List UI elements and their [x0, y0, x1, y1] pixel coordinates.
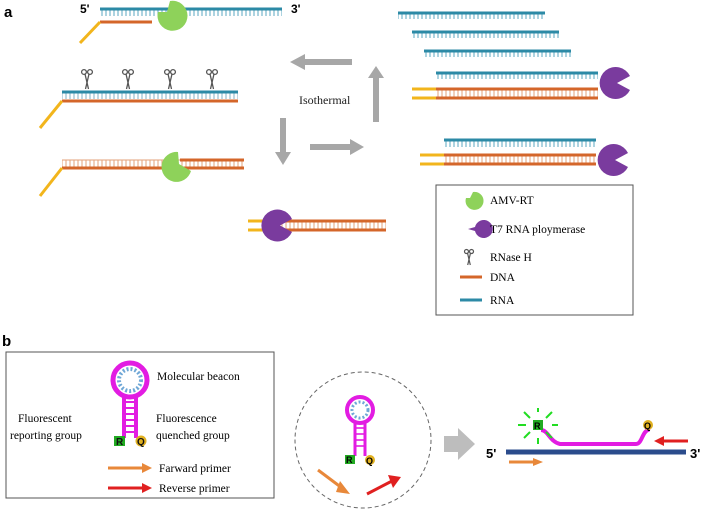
cycle-arrow-left	[290, 54, 352, 70]
cycle-arrow-down	[275, 118, 291, 165]
dna-ticks	[436, 89, 598, 98]
t7-promoter-tail	[78, 20, 102, 45]
quencher-group	[365, 455, 375, 465]
cycle-arrow-right	[310, 139, 364, 155]
step1-rna-primer: 5' 3'	[78, 0, 301, 45]
reaction-mix: R Q	[294, 371, 432, 509]
molecular-beacon: R Q	[110, 360, 150, 448]
legend-label: RNA	[490, 295, 515, 307]
reporter-label: R	[534, 421, 541, 431]
reverse-primer-label: Reverse primer	[159, 483, 230, 495]
reporter-label: R	[346, 455, 353, 465]
rna-ticks	[424, 51, 571, 57]
beacon-hybridized: 5' 3' R Q	[486, 408, 700, 466]
beacon-stem-rungs	[124, 401, 136, 433]
fluor-quenched-line1: Fluorescence	[156, 413, 217, 425]
dsdna-t7-top	[412, 67, 630, 100]
rna-transcripts	[398, 11, 598, 79]
dsdna-t7-bottom	[420, 138, 628, 176]
rna-ticks	[436, 73, 598, 79]
fluor-quenched-line2: quenched group	[156, 430, 230, 442]
reverse-primer	[366, 479, 393, 496]
reporter-group	[114, 436, 125, 446]
legend-label: AMV-RT	[490, 195, 534, 207]
amv-rt-icon	[161, 151, 191, 182]
amv-rt-icon	[157, 0, 188, 31]
scissors-icon	[80, 68, 219, 90]
beacon-loop-bases	[117, 367, 143, 393]
panel-a: a 5' 3'	[4, 0, 634, 316]
panel-b: b R Q Molecular beacon Fluorescent repor…	[2, 333, 700, 509]
dna-ticks	[444, 155, 596, 164]
process-arrow	[444, 428, 475, 460]
reaction-circle	[294, 371, 432, 509]
amv-rt-icon	[465, 191, 484, 210]
reporter-group	[533, 420, 543, 430]
reporter-group	[345, 455, 355, 464]
quencher-label: Q	[644, 421, 651, 431]
fluorescence-burst	[518, 408, 558, 444]
fluor-reporting-line1: Fluorescent	[18, 413, 72, 425]
forward-primer-label: Farward primer	[159, 463, 231, 475]
reporter-label: R	[116, 437, 124, 448]
rna-ticks	[100, 9, 282, 16]
beacon-loop	[110, 360, 150, 400]
cycle-arrow-up	[368, 66, 384, 122]
beacon-loop	[345, 395, 375, 425]
dna-ticks	[268, 221, 386, 230]
forward-primer-arrowhead	[142, 463, 152, 473]
beacon-stem-rungs	[355, 427, 365, 447]
rna-ticks	[412, 32, 559, 38]
five-prime-label: 5'	[80, 2, 90, 16]
rna-ticks	[398, 13, 545, 19]
t7-polymerase-icon	[599, 67, 630, 99]
hybrid-ticks	[62, 92, 238, 99]
opened-beacon	[540, 423, 652, 446]
target-three-prime: 3'	[690, 446, 700, 461]
quencher-group	[643, 420, 653, 430]
beacon-label: Molecular beacon	[157, 371, 240, 383]
panel-b-label: b	[2, 333, 11, 350]
quencher-group	[135, 435, 147, 447]
step3-second-strand	[38, 151, 244, 197]
forward-primer-arrowhead	[336, 481, 350, 494]
legend-label: DNA	[490, 272, 516, 284]
fluor-reporting-line2: reporting group	[10, 430, 82, 442]
rna-ticks	[444, 140, 596, 147]
reverse-primer-arrowhead	[654, 436, 664, 446]
legend-label: T7 RNA ploymerase	[490, 224, 585, 236]
legend-label: RNase H	[490, 252, 532, 264]
target-five-prime: 5'	[486, 446, 496, 461]
t7-promoter-tail	[38, 100, 64, 129]
t7-polymerase-icon	[468, 220, 493, 238]
reverse-primer-arrowhead	[388, 475, 401, 488]
forward-primer	[317, 468, 343, 490]
panel-a-label: a	[4, 4, 13, 21]
t7-promoter-tail	[38, 167, 64, 197]
reverse-primer-legend: Reverse primer	[108, 483, 230, 495]
beacon-loop-bases	[350, 400, 370, 420]
t7-polymerase-icon	[261, 209, 292, 242]
forward-primer-arrowhead	[533, 458, 543, 466]
scissors-icon	[463, 248, 475, 266]
reverse-primer-arrowhead	[142, 483, 152, 493]
quencher-label: Q	[366, 456, 373, 466]
cycle-label: Isothermal	[299, 93, 351, 107]
isothermal-cycle: Isothermal	[275, 54, 384, 165]
forward-primer-legend: Farward primer	[108, 463, 231, 475]
dna-ticks	[62, 160, 244, 167]
legend-a: AMV-RT T7 RNA ploymerase RNase H DNA RNA	[435, 184, 634, 316]
step4-dsdna-t7	[248, 209, 386, 242]
three-prime-label: 3'	[291, 2, 301, 16]
step2-rnase-h-hybrid	[38, 68, 238, 129]
quencher-label: Q	[137, 437, 145, 448]
t7-polymerase-icon	[597, 143, 628, 176]
